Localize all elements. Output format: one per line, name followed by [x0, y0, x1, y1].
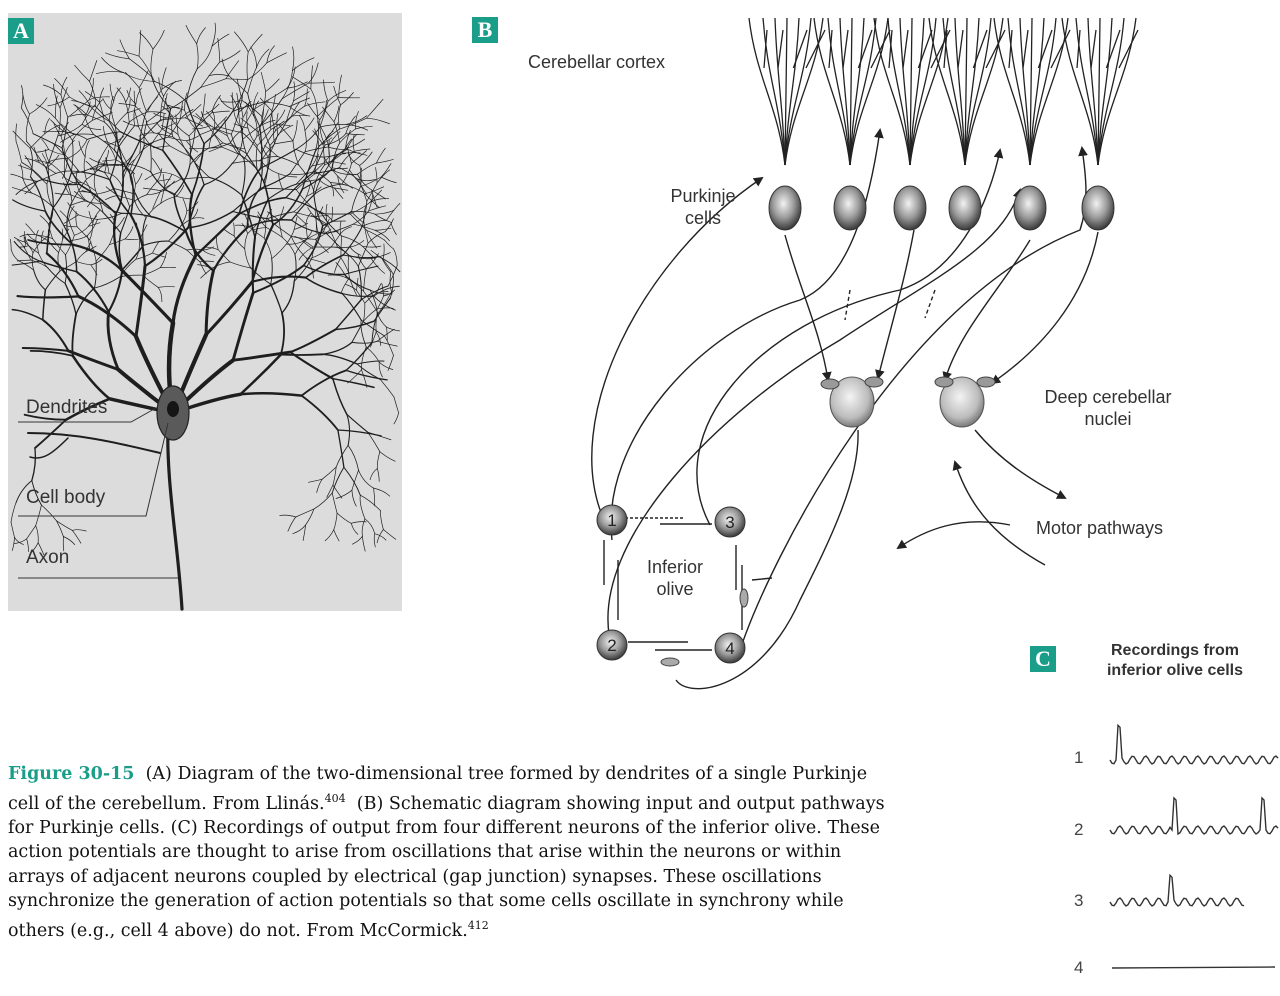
deep-nuclei-line1: Deep cerebellar — [1008, 386, 1208, 408]
inferior-olive-label: Inferior olive — [630, 556, 720, 600]
trace-2 — [1110, 798, 1278, 834]
purkinje-label-line2: cells — [648, 207, 758, 229]
purkinje-cell-body — [894, 186, 926, 230]
trace-number-1: 1 — [1074, 748, 1083, 768]
cerebellar-cortex-label: Cerebellar cortex — [528, 52, 665, 73]
purkinje-cell-body — [834, 186, 866, 230]
dendrite-branch — [900, 18, 910, 165]
caption-ref-2: 412 — [468, 919, 489, 932]
motor-pathway-arrows — [898, 430, 1065, 565]
deep-nuclei-label: Deep cerebellar nuclei — [1008, 386, 1208, 430]
purkinje-axons — [785, 230, 1098, 383]
olive-cell-number: 2 — [607, 636, 616, 655]
deep-nuclei-line2: nuclei — [1008, 408, 1208, 430]
trace-3 — [1110, 875, 1244, 906]
recordings-title: Recordings from inferior olive cells — [1070, 641, 1280, 681]
trace-4 — [1112, 967, 1275, 968]
purkinje-cells-label: Purkinje cells — [648, 185, 758, 229]
figure-caption: Figure 30-15 (A) Diagram of the two-dime… — [8, 762, 888, 943]
pathway-schematic: 1 2 3 4 — [0, 0, 1280, 720]
dendrite-branch — [955, 18, 965, 165]
caption-part-2: (B) Schematic diagram showing input and … — [8, 793, 885, 940]
purkinje-cell-body — [949, 186, 981, 230]
purkinje-label-line1: Purkinje — [648, 185, 758, 207]
purkinje-cell-body — [769, 186, 801, 230]
dendrite-branch — [1088, 18, 1098, 165]
purkinje-cell-body — [1082, 186, 1114, 230]
olive-cell-number: 3 — [725, 513, 734, 532]
dendrite-branch — [1020, 18, 1030, 165]
trace-number-4: 4 — [1074, 958, 1083, 978]
recordings-title-line2: inferior olive cells — [1070, 661, 1280, 681]
olive-cell-number: 4 — [725, 639, 734, 658]
caption-ref-1: 404 — [325, 792, 346, 805]
figure-label: Figure 30-15 — [8, 764, 134, 784]
panel-c-badge: C — [1030, 646, 1056, 672]
trace-1 — [1110, 725, 1278, 764]
inferior-olive-line2: olive — [630, 578, 720, 600]
dendrite-branch — [840, 18, 850, 165]
trace-number-3: 3 — [1074, 891, 1083, 911]
recordings-title-line1: Recordings from — [1070, 641, 1280, 661]
recording-traces — [1100, 690, 1280, 990]
deep-nuclei-cells — [821, 377, 995, 427]
purkinje-cell-body — [1014, 186, 1046, 230]
motor-pathways-label: Motor pathways — [1036, 518, 1163, 539]
dendrite-branch — [775, 18, 785, 165]
inferior-olive-line1: Inferior — [630, 556, 720, 578]
trace-number-2: 2 — [1074, 820, 1083, 840]
olive-cell-number: 1 — [607, 511, 616, 530]
